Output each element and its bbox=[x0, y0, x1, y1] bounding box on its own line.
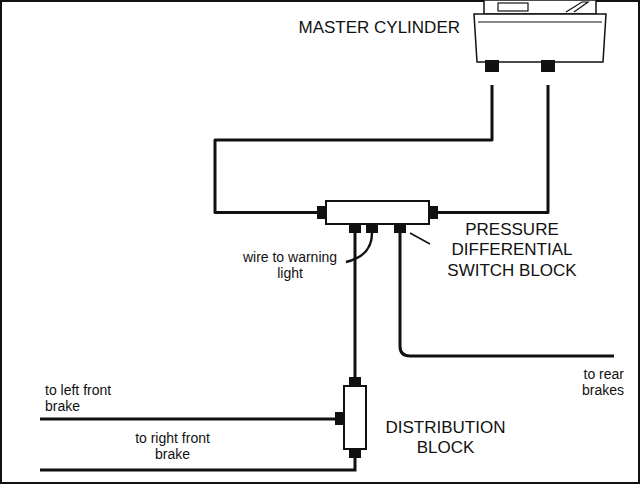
right-front-line bbox=[40, 458, 355, 470]
master-cylinder-outline bbox=[470, 0, 610, 85]
lid-clip bbox=[566, 2, 588, 12]
brake-pipe bbox=[430, 85, 548, 213]
line-label: to right front brake bbox=[130, 430, 215, 462]
brake-pipe bbox=[354, 225, 357, 385]
outlet-port bbox=[485, 60, 499, 72]
reservoir-lid bbox=[484, 0, 596, 14]
warning-wire bbox=[346, 233, 372, 262]
switch-block: PRESSURE DIFFERENTIAL SWITCH BLOCK bbox=[325, 200, 430, 225]
wire-label: wire to warning light bbox=[240, 249, 340, 281]
line-label: to left front brake bbox=[45, 382, 130, 414]
body-seam bbox=[478, 22, 602, 23]
line-label: to rear brakes bbox=[560, 366, 624, 398]
left-front-line bbox=[40, 418, 336, 421]
outlet-port bbox=[541, 60, 555, 72]
distribution-block: DISTRIBUTION BLOCK bbox=[343, 385, 367, 450]
node-heading: DISTRIBUTION BLOCK bbox=[383, 418, 508, 459]
node-heading: MASTER CYLINDER bbox=[298, 18, 460, 38]
brake-pipe bbox=[215, 85, 492, 213]
lid-tab bbox=[498, 3, 528, 11]
cylinder-body bbox=[474, 14, 606, 62]
master-cylinder: MASTER CYLINDER bbox=[470, 0, 610, 85]
leader-line bbox=[410, 233, 430, 244]
node-heading: PRESSURE DIFFERENTIAL SWITCH BLOCK bbox=[442, 220, 582, 281]
